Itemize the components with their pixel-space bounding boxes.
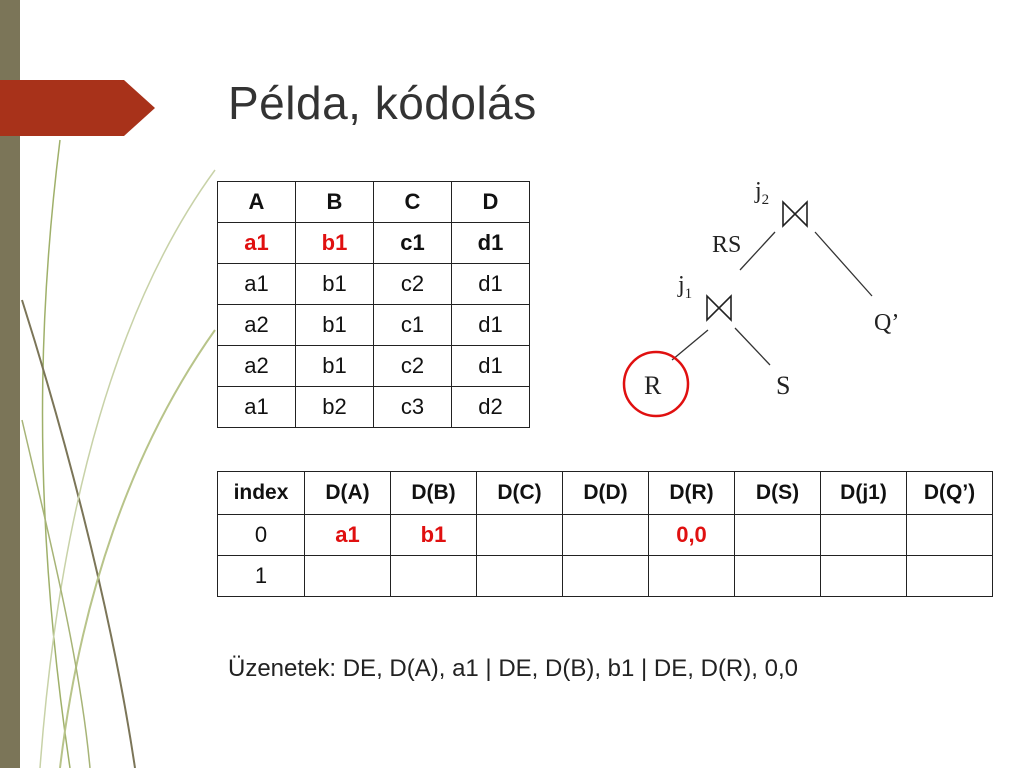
cell: d1: [451, 345, 530, 387]
r-label: R: [644, 371, 662, 400]
header-dj1: D(j1): [820, 471, 907, 515]
cell: [390, 555, 477, 597]
header-ds: D(S): [734, 471, 821, 515]
rs-label: RS: [712, 232, 741, 258]
cell: d1: [451, 222, 530, 264]
cell: c1: [373, 222, 452, 264]
header-dr: D(R): [648, 471, 735, 515]
cell: [476, 555, 563, 597]
cell: [648, 555, 735, 597]
cell: a2: [217, 345, 296, 387]
header-dd: D(D): [562, 471, 649, 515]
cell: b2: [295, 386, 374, 428]
title-banner-arrow: [0, 80, 155, 136]
cell: a2: [217, 304, 296, 346]
cell: 0,0: [648, 514, 735, 556]
bowtie-join-icon: [706, 294, 732, 322]
table-row: a1 b1 c2 d1: [217, 263, 530, 305]
cell: b1: [295, 304, 374, 346]
s-label: S: [776, 371, 790, 400]
table-header-row: A B C D: [217, 181, 530, 223]
cell: [476, 514, 563, 556]
cell: a1: [217, 386, 296, 428]
cell: a1: [217, 263, 296, 305]
header-c: C: [373, 181, 452, 223]
slide-title: Példa, kódolás: [228, 77, 537, 129]
cell: [820, 555, 907, 597]
bowtie-join-icon: [782, 200, 808, 228]
join-tree-diagram: j2 RS Q’ j1 R S: [622, 178, 899, 418]
cell: d1: [451, 304, 530, 346]
cell: a1: [217, 222, 296, 264]
cell: 1: [217, 555, 305, 597]
cell: [734, 555, 821, 597]
j1-label: j1: [677, 272, 692, 302]
header-d: D: [451, 181, 530, 223]
left-sidebar-bar: [0, 0, 20, 768]
highlight-circle: [622, 350, 690, 418]
cell: c3: [373, 386, 452, 428]
edge-j1-r: [671, 329, 709, 361]
cell: c1: [373, 304, 452, 346]
edge-j2-q: [814, 231, 873, 297]
cell: [820, 514, 907, 556]
cell: b1: [295, 263, 374, 305]
cell: [734, 514, 821, 556]
cell: d2: [451, 386, 530, 428]
table-row: a1 b2 c3 d2: [217, 386, 530, 428]
cell: c2: [373, 345, 452, 387]
messages-text: Üzenetek: DE, D(A), a1 | DE, D(B), b1 | …: [228, 655, 798, 682]
header-index: index: [217, 471, 305, 515]
cell: a1: [304, 514, 391, 556]
cell: b1: [295, 222, 374, 264]
edge-j2-rs: [739, 231, 776, 271]
q-prime-label: Q’: [874, 310, 899, 336]
header-dq: D(Q’): [906, 471, 993, 515]
cell: [562, 555, 649, 597]
table-row: a1 b1 c1 d1: [217, 222, 530, 264]
decorative-curves: [21, 139, 216, 768]
cell: [304, 555, 391, 597]
cell: [906, 555, 993, 597]
edge-j1-s: [734, 327, 771, 366]
cell: c2: [373, 263, 452, 305]
index-table: index D(A) D(B) D(C) D(D) D(R) D(S) D(j1…: [217, 471, 993, 597]
header-b: B: [295, 181, 374, 223]
header-db: D(B): [390, 471, 477, 515]
cell: b1: [295, 345, 374, 387]
cell: d1: [451, 263, 530, 305]
table-row: a2 b1 c1 d1: [217, 304, 530, 346]
table-row: a2 b1 c2 d1: [217, 345, 530, 387]
header-dc: D(C): [476, 471, 563, 515]
cell: 0: [217, 514, 305, 556]
cell: b1: [390, 514, 477, 556]
j2-label: j2: [754, 178, 769, 208]
cell: [562, 514, 649, 556]
cell: [906, 514, 993, 556]
header-da: D(A): [304, 471, 391, 515]
table-header-row: index D(A) D(B) D(C) D(D) D(R) D(S) D(j1…: [217, 471, 993, 515]
table-row: 0 a1 b1 0,0: [217, 514, 993, 556]
relation-table: A B C D a1 b1 c1 d1 a1 b1 c2 d1 a2 b1 c1…: [217, 181, 530, 428]
header-a: A: [217, 181, 296, 223]
table-row: 1: [217, 555, 993, 597]
